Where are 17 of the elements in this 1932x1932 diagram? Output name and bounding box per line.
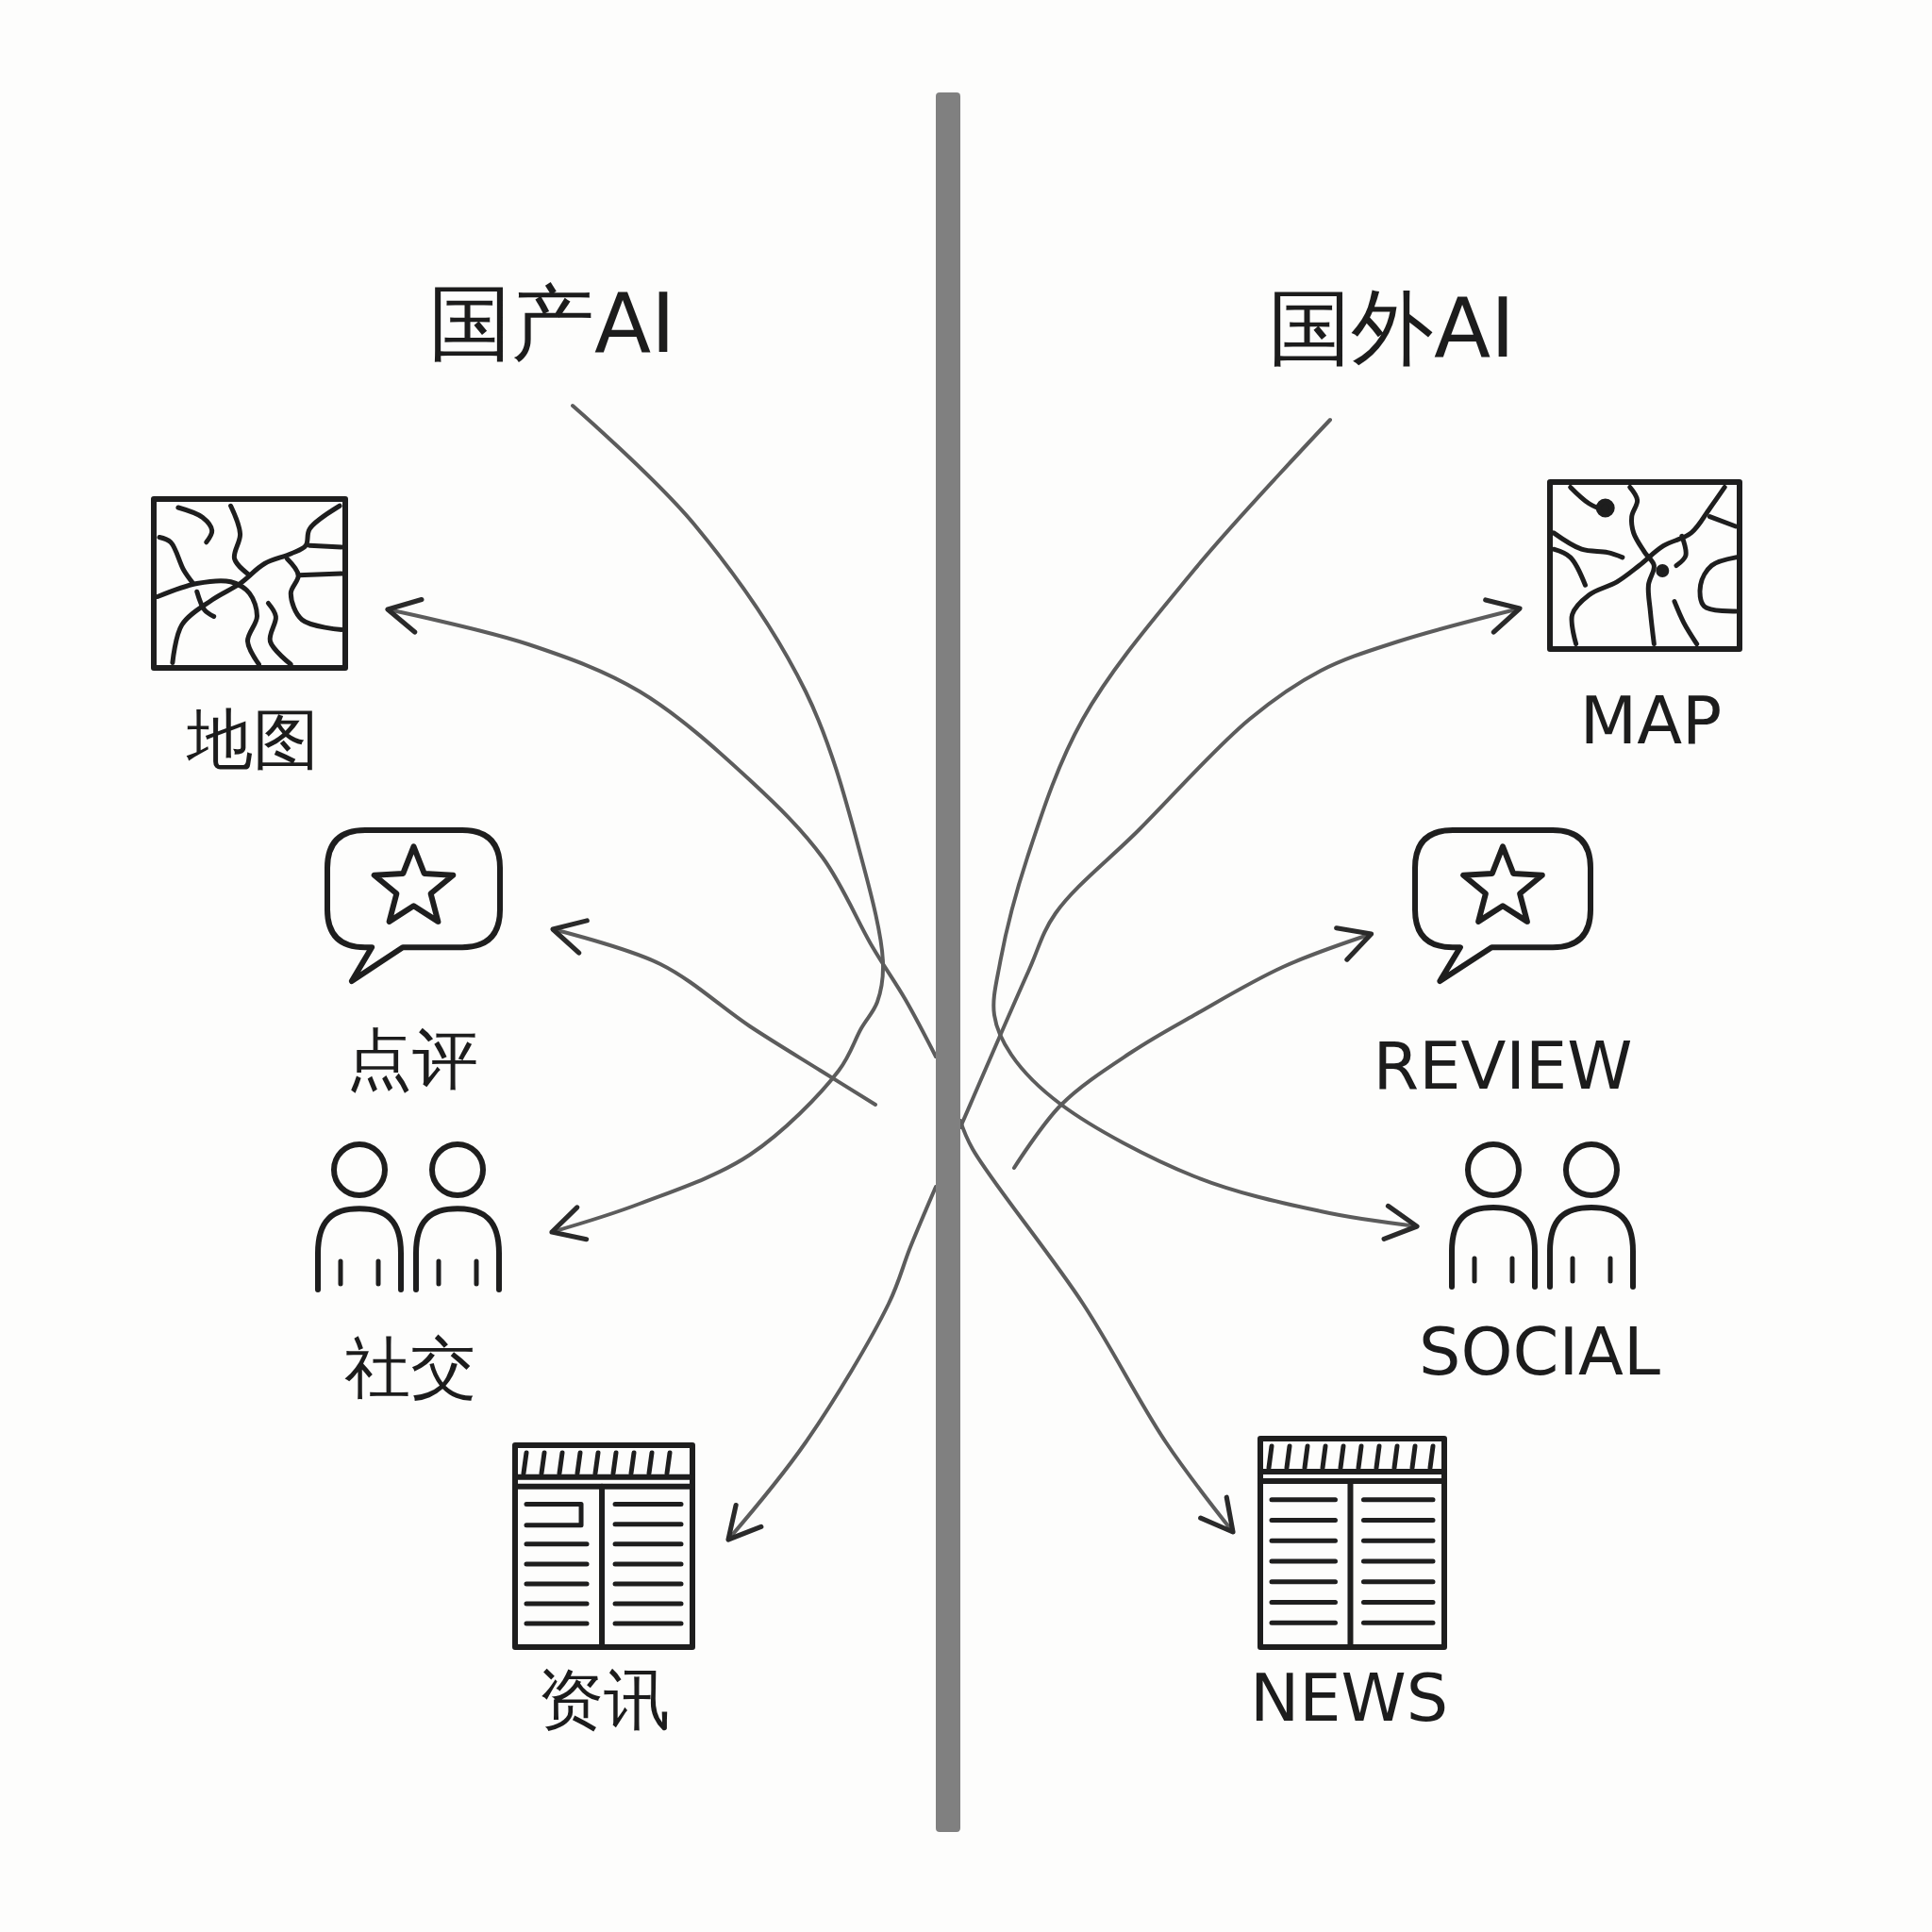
icon-label: NEWS <box>1249 1658 1449 1738</box>
icon-label: 社交 <box>344 1328 476 1407</box>
curved-arrow <box>1012 925 1374 1170</box>
curved-arrow <box>991 418 1420 1241</box>
icon-label: 地图 <box>187 700 319 779</box>
icon-label: 资讯 <box>538 1660 670 1740</box>
curved-arrow <box>725 1185 938 1542</box>
icon-label: SOCIAL <box>1419 1312 1660 1391</box>
icon-label: 点评 <box>346 1020 478 1099</box>
category-heading: 国产AI <box>427 274 676 374</box>
curved-arrow <box>550 918 877 1107</box>
curved-arrow <box>385 597 938 1058</box>
category-heading: 国外AI <box>1267 278 1516 378</box>
curved-arrow <box>958 1119 1236 1535</box>
icon-label: REVIEW <box>1373 1026 1633 1106</box>
icon-label: MAP <box>1579 681 1723 760</box>
curved-arrow <box>549 404 886 1242</box>
